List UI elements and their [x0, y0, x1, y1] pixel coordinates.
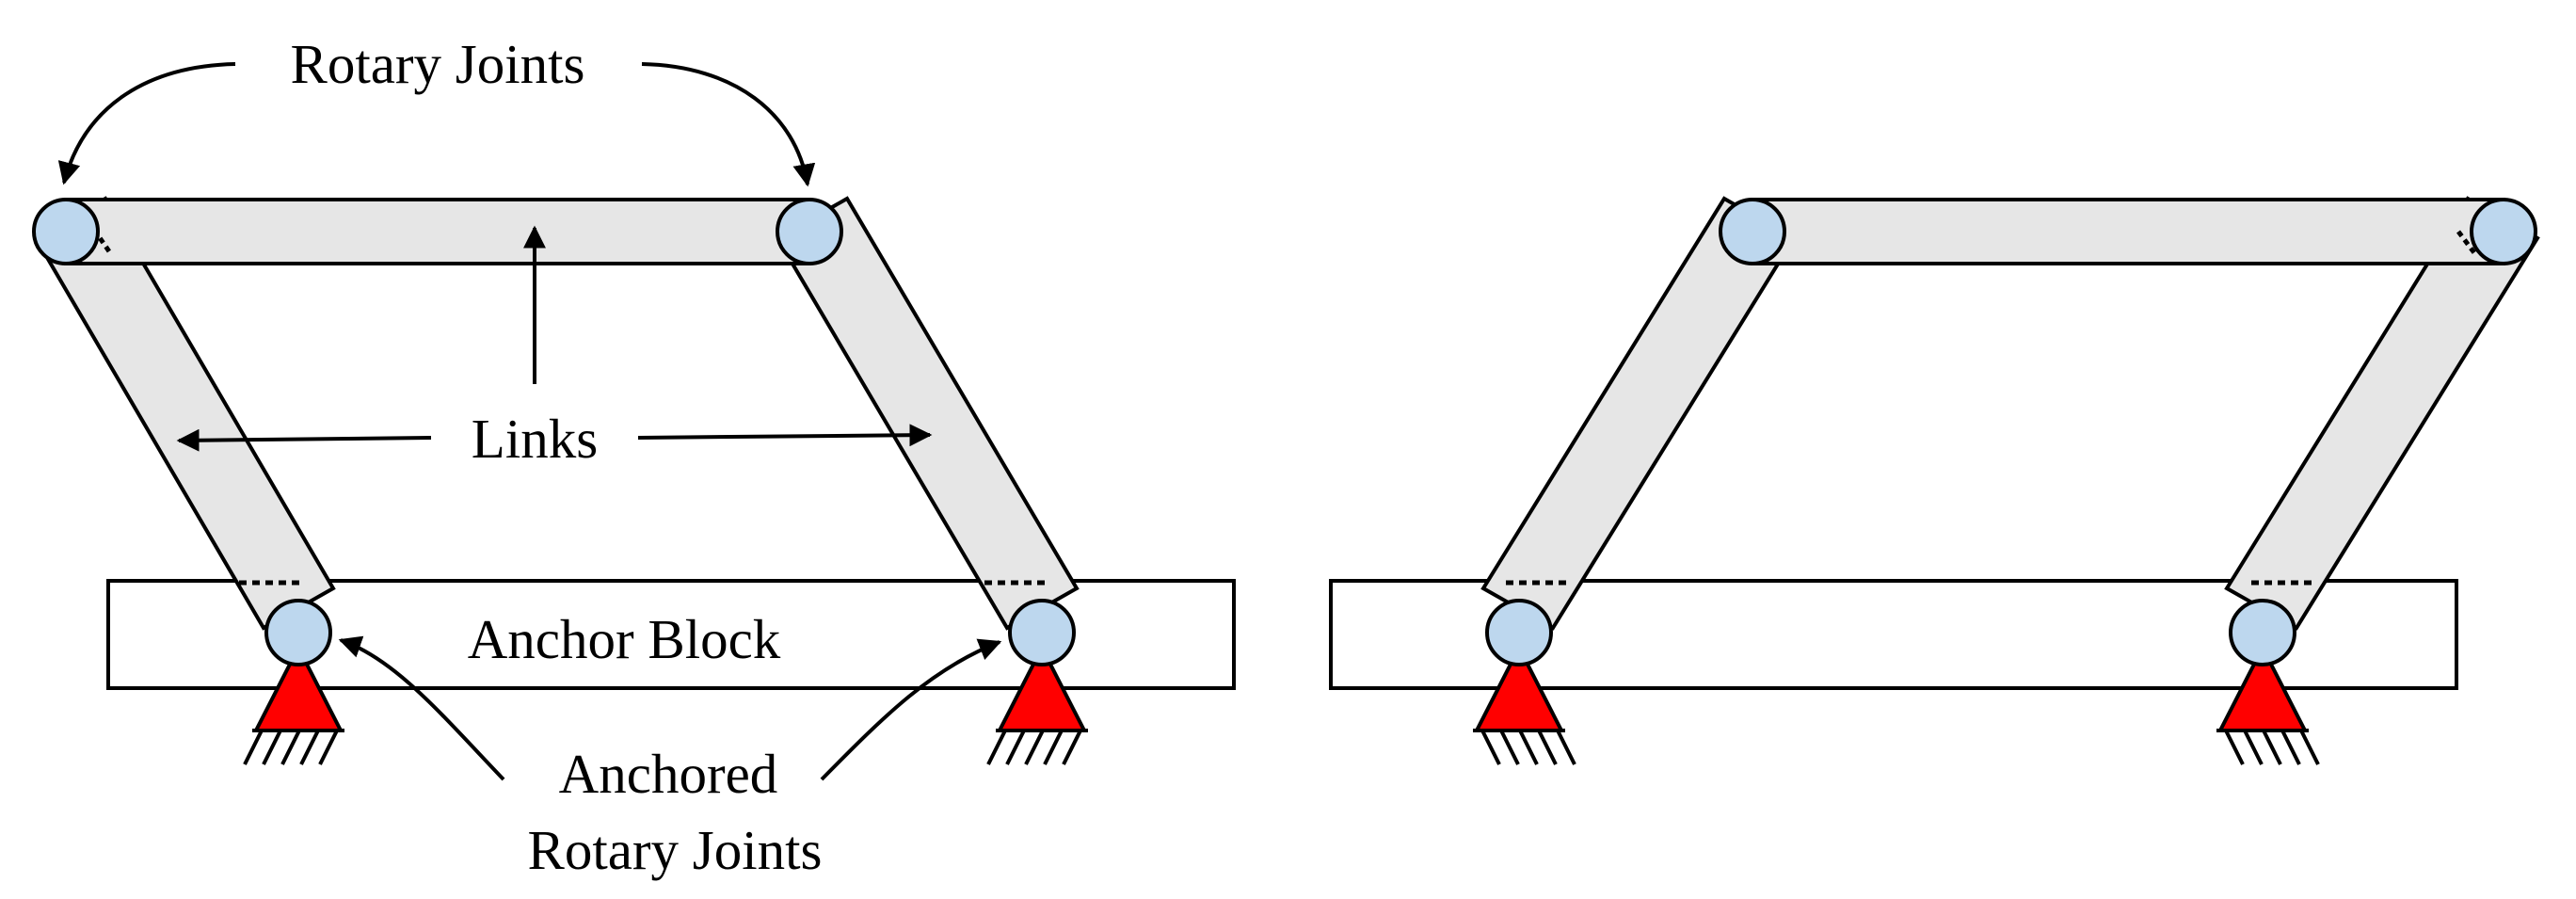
link-top-coupler	[1751, 198, 2505, 265]
label-anchor-block: Anchor Block	[468, 608, 781, 670]
anchored-rotary-joint-right	[1008, 599, 1076, 666]
ground-hatch	[986, 729, 1088, 765]
label-anchored-line1: Anchored	[559, 743, 778, 805]
hidden-edge	[2456, 230, 2477, 256]
label-links: Links	[472, 408, 598, 470]
callout-arrows	[57, 62, 1002, 781]
anchored-rotary-joint-left	[264, 599, 332, 666]
anchored-rotary-joint-right	[2229, 599, 2296, 666]
left-linkage: Rotary Joints Links Anchor Block Anchore…	[32, 33, 1236, 881]
link-right-upright	[775, 196, 1080, 631]
label-anchored-line2: Rotary Joints	[527, 819, 822, 881]
rotary-joint-top-right	[2470, 198, 2537, 265]
rotary-joint-top-left	[1719, 198, 1786, 265]
anchored-rotary-joint-left	[1485, 599, 1553, 666]
rotary-joint-top-right	[776, 198, 843, 265]
rotary-joint-top-left	[32, 198, 100, 265]
ground-hatch	[243, 729, 344, 765]
ground-hatch	[2216, 729, 2320, 765]
label-rotary-joints: Rotary Joints	[290, 33, 584, 95]
link-top-coupler	[64, 198, 811, 265]
right-linkage	[1329, 196, 2540, 765]
ground-hatch	[1473, 729, 1576, 765]
